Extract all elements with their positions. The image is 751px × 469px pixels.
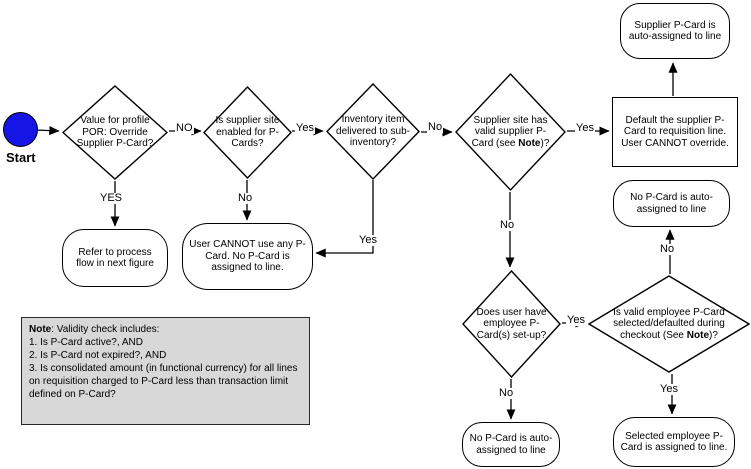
edge-label-validemployee-no: No xyxy=(659,243,676,255)
note-box: Note: Validity check includes: 1. Is P-C… xyxy=(21,317,310,425)
terminal-label: Refer to process flow in next figure xyxy=(76,246,154,270)
terminal-label: No P-Card is auto-assigned to line xyxy=(630,192,713,215)
note-line-2: 2. Is P-Card not expired?, AND xyxy=(29,350,167,361)
diamond-shape xyxy=(462,270,561,378)
decision-supplier-site-valid-pcard: Supplier site has valid supplier P-Card … xyxy=(455,73,566,191)
decision-supplier-site-enabled: Is supplier site enabled for P-Cards? xyxy=(203,86,292,179)
decision-label: Does user have employee P-Card(s) set-up… xyxy=(476,306,547,341)
decision-label-bold: Note xyxy=(686,329,710,341)
process-label: Default the supplier P-Card to requisiti… xyxy=(621,114,729,149)
decision-label: Is supplier site enabled for P-Cards? xyxy=(215,115,280,150)
edge-label-usercards-no: No xyxy=(498,387,515,399)
note-line-1: 1. Is P-Card active?, AND xyxy=(29,337,143,348)
decision-label: Is valid employee P-Card selected/defaul… xyxy=(588,307,750,342)
decision-user-employee-pcards: Does user have employee P-Card(s) set-up… xyxy=(462,270,561,378)
edge-label-inventory-no: No xyxy=(427,121,444,133)
terminal-label: Supplier P-Card is auto-assigned to line xyxy=(628,19,722,43)
start-node xyxy=(3,112,38,147)
decision-label-part: )? xyxy=(540,137,550,149)
note-title-rest: : Validity check includes: xyxy=(51,324,160,335)
edge-label-siteenabled-no: No xyxy=(237,192,254,204)
diamond-shape xyxy=(203,86,292,179)
terminal-selected-employee-pcard: Selected employee P-Card is assigned to … xyxy=(613,417,735,467)
diamond-shape xyxy=(588,275,750,373)
edge-label-validemployee-yes: Yes xyxy=(659,383,679,395)
edge-label-inventory-yes: Yes xyxy=(358,234,378,246)
decision-label: Value for profile POR: Override Supplier… xyxy=(76,115,154,150)
edge-label-sitevalid-yes: Yes xyxy=(575,122,595,134)
process-default-supplier-pcard: Default the supplier P-Card to requisiti… xyxy=(612,97,738,167)
edge-label-usercards-yes: Yes xyxy=(566,314,586,326)
edge-label-override-no: NO xyxy=(175,122,194,134)
decision-override-supplier-pcard: Value for profile POR: Override Supplier… xyxy=(62,85,168,180)
edge-label-siteenabled-yes: Yes xyxy=(295,122,315,134)
note-title: Note: Validity check includes: xyxy=(29,323,302,336)
diamond-shape xyxy=(62,85,168,180)
edge-label-sitevalid-no: No xyxy=(499,219,516,231)
terminal-no-pcard-right: No P-Card is auto-assigned to line xyxy=(613,180,730,227)
edge-label-override-yes: YES xyxy=(99,192,124,204)
decision-label-part: )? xyxy=(709,329,718,341)
terminal-user-cannot-use-pcard: User CANNOT use any P-Card. No P-Card is… xyxy=(182,223,313,290)
diamond-shape xyxy=(455,73,566,191)
terminal-supplier-pcard-auto-assigned: Supplier P-Card is auto-assigned to line xyxy=(620,3,730,59)
note-title-bold: Note xyxy=(29,324,52,335)
terminal-no-pcard-bottom: No P-Card is auto-assigned to line xyxy=(462,422,560,467)
note-line-3: 3. Is consolidated amount (in functional… xyxy=(29,363,298,400)
decision-valid-employee-pcard-checkout: Is valid employee P-Card selected/defaul… xyxy=(588,275,750,373)
terminal-refer-next-figure: Refer to process flow in next figure xyxy=(62,229,168,287)
edge-start-override xyxy=(35,126,60,136)
terminal-label: No P-Card is auto-assigned to line xyxy=(469,433,553,456)
decision-label-part: Supplier site has valid supplier P-Card … xyxy=(471,114,548,149)
decision-inventory-subinventory: Inventory item delivered to sub-inventor… xyxy=(326,83,420,180)
decision-label: Supplier site has valid supplier P-Card … xyxy=(455,115,566,150)
terminal-label: User CANNOT use any P-Card. No P-Card is… xyxy=(189,239,306,274)
decision-label-bold: Note xyxy=(518,137,541,149)
diamond-shape xyxy=(326,83,420,180)
start-label: Start xyxy=(6,150,36,165)
terminal-label: Selected employee P-Card is assigned to … xyxy=(620,430,728,454)
decision-label-part: Is valid employee P-Card selected/defaul… xyxy=(613,306,725,341)
decision-label: Inventory item delivered to sub-inventor… xyxy=(336,114,410,149)
